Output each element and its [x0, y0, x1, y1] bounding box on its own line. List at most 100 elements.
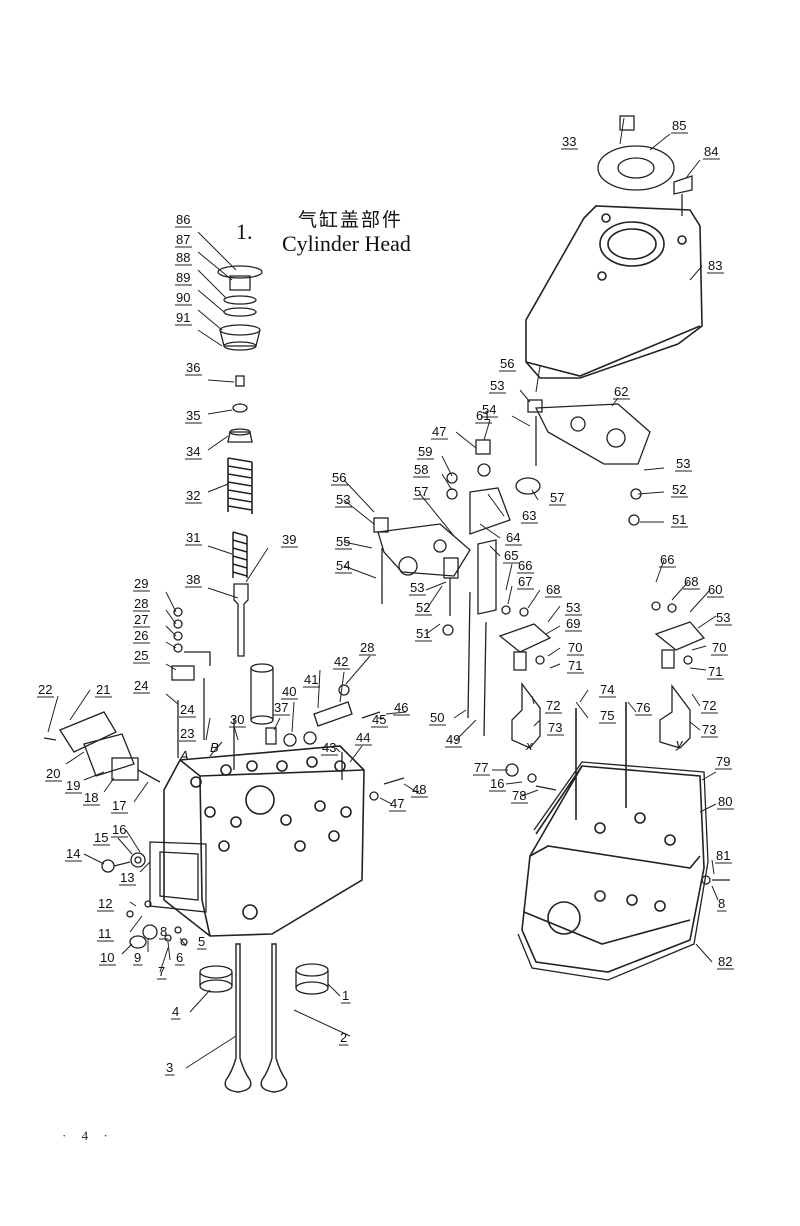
callout-5: 5	[198, 934, 205, 949]
lower-left-small-parts	[101, 852, 188, 949]
callout-68: 68	[684, 574, 698, 589]
callout-47: 47	[432, 424, 446, 439]
callout-7: 7	[158, 964, 165, 979]
callout-24: 24	[180, 702, 194, 717]
callout-70: 70	[568, 640, 582, 655]
callout-56: 56	[332, 470, 346, 485]
title-english: Cylinder Head	[282, 231, 411, 256]
callout-49: 49	[446, 732, 460, 747]
callout-72: 72	[546, 698, 560, 713]
callout-36: 36	[186, 360, 200, 375]
valves	[224, 943, 288, 1093]
callout-14: 14	[66, 846, 80, 861]
callout-71: 71	[708, 664, 722, 679]
valve-cap-stack	[217, 265, 263, 351]
callout-48: 48	[412, 782, 426, 797]
callout-58: 58	[414, 462, 428, 477]
callout-33: 33	[562, 134, 576, 149]
gasket-outline	[517, 761, 709, 981]
page-number: · 4 ·	[62, 1128, 114, 1143]
callout-87: 87	[176, 232, 190, 247]
callout-60: 60	[708, 582, 722, 597]
callout-62: 62	[614, 384, 628, 399]
cylinder-head-block	[163, 745, 365, 937]
callout-63: 63	[522, 508, 536, 523]
callout-2: 2	[340, 1030, 347, 1045]
callout-35: 35	[186, 408, 200, 423]
callout-73: 73	[702, 722, 716, 737]
callout-52: 52	[672, 482, 686, 497]
callout-15: 15	[94, 830, 108, 845]
callout-17: 17	[112, 798, 126, 813]
callout-80: 80	[718, 794, 732, 809]
callout-77: 77	[474, 760, 488, 775]
callout-16: 16	[112, 822, 126, 837]
callout-57: 57	[414, 484, 428, 499]
callout-75: 75	[600, 708, 614, 723]
callout-16: 16	[490, 776, 504, 791]
callout-59: 59	[418, 444, 432, 459]
part-mark: B	[210, 740, 219, 755]
callout-13: 13	[120, 870, 134, 885]
part-mark: y	[675, 736, 684, 751]
callout-46: 46	[394, 700, 408, 715]
callout-91: 91	[176, 310, 190, 325]
callout-44: 44	[356, 730, 370, 745]
callout-1: 1	[342, 988, 349, 1003]
callout-29: 29	[134, 576, 148, 591]
callout-40: 40	[282, 684, 296, 699]
callout-55: 55	[336, 534, 350, 549]
callout-43: 43	[322, 740, 336, 755]
callout-28: 28	[134, 596, 148, 611]
callout-81: 81	[716, 848, 730, 863]
callout-71: 71	[568, 658, 582, 673]
callout-8: 8	[160, 924, 167, 939]
callout-84: 84	[704, 144, 718, 159]
callout-45: 45	[372, 712, 386, 727]
callout-27: 27	[134, 612, 148, 627]
callout-6: 6	[176, 950, 183, 965]
callout-83: 83	[708, 258, 722, 273]
callout-32: 32	[186, 488, 200, 503]
callout-39: 39	[282, 532, 296, 547]
callout-31: 31	[186, 530, 200, 545]
callout-30: 30	[230, 712, 244, 727]
valve-seat-rings	[199, 963, 329, 995]
callout-86: 86	[176, 212, 190, 227]
callout-34: 34	[186, 444, 200, 459]
callout-72: 72	[702, 698, 716, 713]
callout-21: 21	[96, 682, 110, 697]
callout-78: 78	[512, 788, 526, 803]
side-fittings	[43, 711, 161, 783]
callout-10: 10	[100, 950, 114, 965]
callout-20: 20	[46, 766, 60, 781]
callout-layer: 1234567891011121314151617181920212223242…	[37, 118, 734, 1076]
callout-8: 8	[718, 896, 725, 911]
callout-73: 73	[548, 720, 562, 735]
valve-guide	[233, 583, 249, 657]
callout-28: 28	[360, 640, 374, 655]
callout-23: 23	[180, 726, 194, 741]
callout-51: 51	[416, 626, 430, 641]
callout-9: 9	[134, 950, 141, 965]
callout-66: 66	[660, 552, 674, 567]
callout-67: 67	[518, 574, 532, 589]
section-number: 1.	[236, 219, 253, 244]
callout-85: 85	[672, 118, 686, 133]
title-chinese: 气缸盖部件	[298, 209, 404, 231]
callout-25: 25	[134, 648, 148, 663]
part-mark: x	[525, 738, 533, 753]
rocker-cover	[525, 205, 703, 379]
callout-51: 51	[672, 512, 686, 527]
callout-65: 65	[504, 548, 518, 563]
callout-53: 53	[716, 610, 730, 625]
callout-3: 3	[166, 1060, 173, 1075]
callout-22: 22	[38, 682, 52, 697]
callout-4: 4	[172, 1004, 179, 1019]
left-rocker-bracket	[373, 517, 471, 636]
side-fittings-right	[505, 763, 730, 885]
cylinder-sleeve-plate	[521, 702, 705, 973]
callout-24: 24	[134, 678, 148, 693]
callout-53: 53	[566, 600, 580, 615]
